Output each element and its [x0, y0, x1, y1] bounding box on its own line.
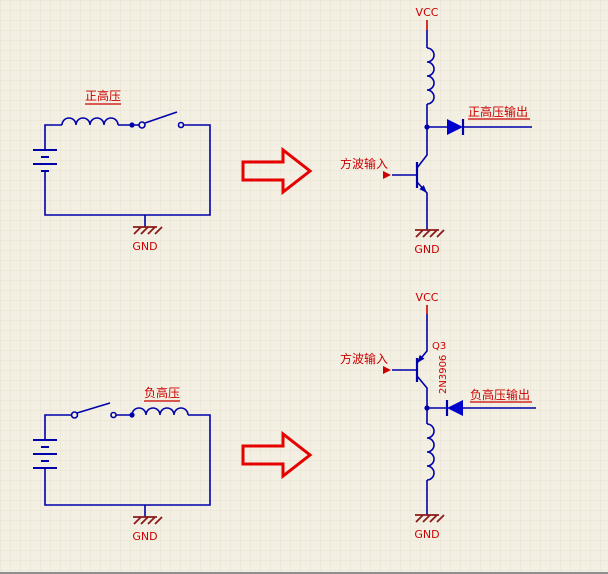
output-label: 正高压输出: [468, 104, 528, 119]
npn-transistor-symbol: [415, 162, 427, 193]
inductor-symbol: [61, 117, 119, 126]
gnd-label: GND: [414, 243, 439, 256]
ground-symbol: [415, 514, 445, 523]
junction-dot: [129, 122, 135, 128]
ground-symbol: [133, 226, 163, 235]
ground-symbol: [415, 229, 445, 238]
gnd-label: GND: [414, 528, 439, 541]
vcc-label: VCC: [416, 291, 439, 304]
diode-symbol: [447, 119, 465, 135]
gnd-label: GND: [132, 530, 157, 543]
wires: [44, 124, 211, 227]
transform-arrow-icon: [241, 146, 313, 196]
inductor-symbol: [426, 47, 435, 105]
input-label: 方波输入: [340, 156, 388, 171]
inductor-symbol: [131, 407, 189, 416]
diode-symbol: [445, 400, 463, 416]
battery-symbol: [33, 149, 57, 172]
input-arrow-icon: [383, 171, 391, 179]
negative-hv-label: 负高压: [144, 385, 180, 400]
junction-dot: [424, 124, 430, 130]
transform-arrow-icon: [241, 430, 313, 480]
wires: [392, 314, 536, 515]
battery-symbol: [33, 439, 57, 469]
gnd-label: GND: [132, 240, 157, 253]
inductor-symbol: [426, 423, 435, 481]
input-arrow-icon: [383, 366, 391, 374]
transistor-part-number: 2N3906: [438, 355, 449, 394]
circuit-bottom-right: VCC Q3 2N3906 负高压输出 方波输入 GND: [340, 291, 536, 541]
circuit-top-right: VCC 正高压输出 方波输入 GND: [340, 6, 532, 256]
switch-symbol: [70, 402, 117, 419]
positive-hv-label: 正高压: [85, 88, 121, 103]
input-label: 方波输入: [340, 351, 388, 366]
wires: [392, 30, 532, 230]
transistor-designator: Q3: [432, 341, 446, 352]
wires: [44, 414, 211, 517]
circuit-bottom-left: GND 负高压: [33, 385, 211, 543]
output-label: 负高压输出: [470, 387, 530, 402]
switch-symbol: [138, 111, 185, 129]
pnp-transistor-symbol: [415, 354, 425, 382]
ground-symbol: [133, 516, 163, 525]
circuit-top-left: GND 正高压: [33, 88, 211, 253]
junction-dot: [424, 405, 430, 411]
vcc-label: VCC: [416, 6, 439, 19]
